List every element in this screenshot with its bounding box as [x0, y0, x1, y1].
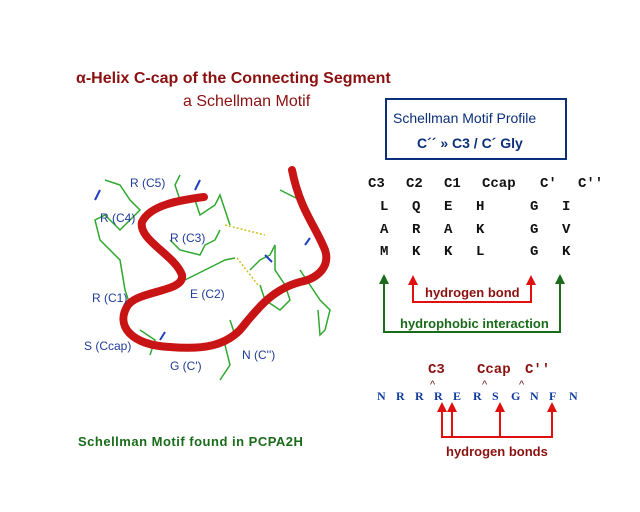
structure-caption: Schellman Motif found in PCPA2H [78, 434, 304, 449]
caret: ^ [519, 379, 525, 391]
residue-label: G (C') [170, 359, 202, 373]
slide-title: α-Helix C-cap of the Connecting Segment [76, 70, 391, 87]
sequence-residue: S [492, 389, 499, 403]
table-cell: K [444, 244, 453, 260]
residue-label: E (C2) [190, 287, 225, 301]
table-cell: L [476, 244, 485, 260]
residue-label: R (C1) [92, 291, 128, 305]
residue-label: N (C'') [242, 348, 276, 362]
table-header: C′ [540, 176, 557, 192]
sequence-residue: G [511, 389, 521, 403]
sequence-residue: R [396, 389, 405, 403]
position-label-c3: C3 [428, 362, 445, 378]
table-cell: M [380, 244, 389, 260]
residue-label: R (C4) [100, 211, 136, 225]
position-label-ccap: Ccap [477, 362, 511, 378]
slide-subtitle: a Schellman Motif [183, 93, 311, 110]
table-cell: G [530, 222, 539, 238]
residue-label: R (C3) [170, 231, 206, 245]
sequence-residue: F [549, 389, 557, 403]
residue-label: R (C5) [130, 176, 166, 190]
table-cell: I [562, 199, 571, 215]
table-cell: Q [412, 199, 421, 215]
table-header: C2 [406, 176, 423, 192]
helix-ribbon [119, 166, 331, 352]
table-header: Ccap [482, 176, 516, 192]
nitrogen-atoms [94, 179, 311, 341]
sequence-residue: N [569, 389, 578, 403]
table-cell: K [412, 244, 421, 260]
residue-label: S (Ccap) [84, 339, 132, 353]
profile-title: Schellman Motif Profile [393, 110, 537, 126]
hydrogen-bonds-label: hydrogen bonds [446, 444, 548, 459]
sequence-residue: R [434, 389, 443, 403]
sequence-residue: E [453, 389, 462, 403]
table-cell: G [530, 244, 539, 260]
caret: ^ [430, 379, 436, 391]
caret: ^ [482, 379, 488, 391]
hydrophobic-arrow [383, 283, 561, 333]
table-cell: L [380, 199, 389, 215]
table-header: C′′ [578, 176, 604, 192]
position-label-cpp: C′′ [525, 362, 551, 378]
table-cell: R [412, 222, 421, 238]
profile-rule: C´´ » C3 / C´ Gly [417, 135, 523, 151]
hydrogen-bond-label: hydrogen bond [425, 285, 520, 300]
sequence-residue: N [377, 389, 386, 403]
table-cell: H [476, 199, 485, 215]
table-cell: A [380, 222, 389, 238]
table-header: C1 [444, 176, 461, 192]
side-chain-sticks [94, 174, 331, 381]
table-cell: G [530, 199, 539, 215]
hydrogen-bond-arrow [412, 284, 532, 303]
table-header: C3 [368, 176, 385, 192]
table-cell: K [476, 222, 485, 238]
sequence-residue: N [530, 389, 539, 403]
table-cell: A [444, 222, 453, 238]
profile-box: Schellman Motif Profile C´´ » C3 / C´ Gl… [385, 98, 567, 160]
hydrophobic-interaction-label: hydrophobic interaction [400, 316, 549, 331]
sequence-residue: R [415, 389, 424, 403]
hydrogen-bond-dashes [224, 224, 266, 286]
sequence-bond-arrows [441, 410, 553, 438]
sequence-residue: R [473, 389, 482, 403]
table-cell: K [562, 244, 571, 260]
table-cell: E [444, 199, 453, 215]
table-cell: V [562, 222, 571, 238]
